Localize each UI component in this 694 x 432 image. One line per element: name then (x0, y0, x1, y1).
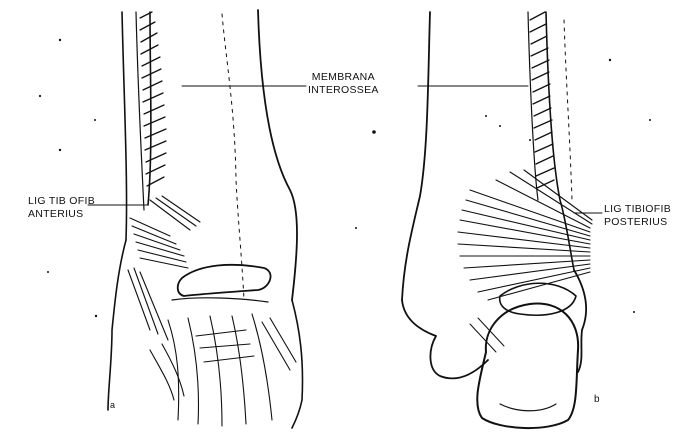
leader-lines (88, 86, 602, 213)
lig-posterior-label-line-1: LIG TIBIOFIB (604, 203, 671, 216)
membrana-label-line-2: INTEROSSEA (308, 84, 379, 97)
lig-anterior-label-line-2: ANTERIUS (28, 208, 95, 221)
panel-b-label: b (594, 393, 600, 406)
lig-anterior-label: LIG TIB OFIB ANTERIUS (28, 195, 95, 221)
membrane-hatching-left (140, 12, 166, 186)
lig-posterior-label-line-2: POSTERIUS (604, 216, 671, 229)
lig-posterior-label: LIG TIBIOFIB POSTERIUS (604, 203, 671, 229)
anterior-ligament-fibers (128, 196, 200, 340)
membrane-hatching-right (530, 12, 554, 188)
membrana-label-line-1: MEMBRANA (308, 71, 379, 84)
panel-a-label: a (110, 399, 115, 412)
lig-anterior-label-line-1: LIG TIB OFIB (28, 195, 95, 208)
membrana-interossea-label: MEMBRANA INTEROSSEA (308, 71, 379, 97)
